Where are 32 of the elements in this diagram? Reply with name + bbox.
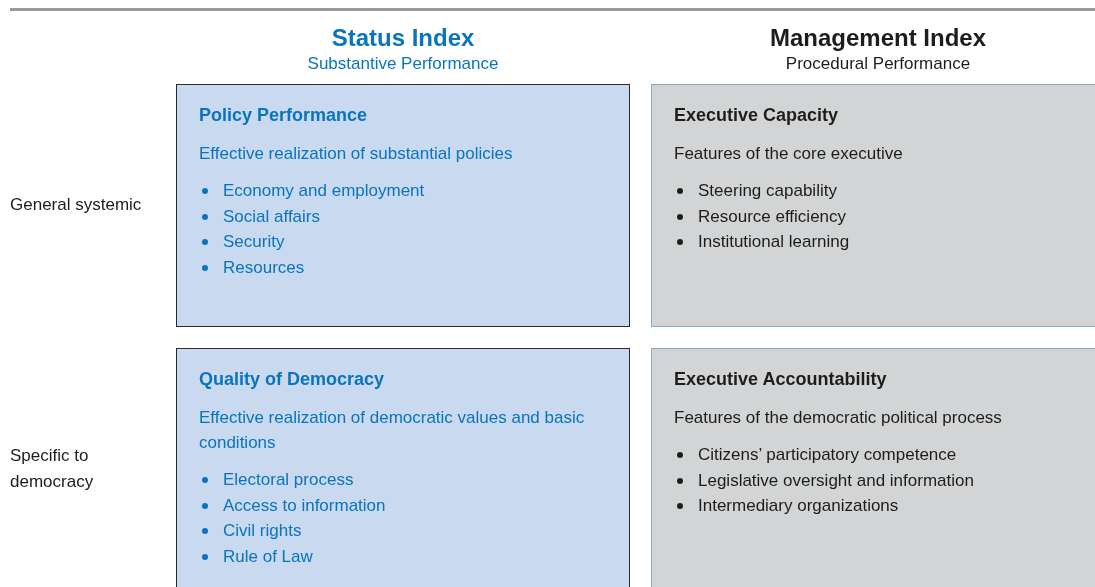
box-description: Effective realization of democratic values and basic conditions	[199, 407, 586, 454]
bullet-item: Legislative oversight and information	[674, 467, 1074, 493]
box-title: Quality of Democracy	[199, 368, 386, 391]
bullet-item: Intermediary organizations	[674, 493, 1074, 519]
box-title: Executive Capacity	[674, 104, 840, 127]
box-description: Features of the democratic political process	[674, 407, 1003, 429]
column-heading: Status Index	[331, 24, 475, 52]
row-label: Specific to democracy	[10, 445, 95, 493]
bullet-item: Electoral process	[199, 467, 607, 493]
bullet-item: Resources	[199, 254, 607, 280]
bullet-item: Rule of Law	[199, 543, 607, 569]
bullet-item: Economy and employment	[199, 178, 607, 204]
category-box	[651, 348, 1095, 587]
category-box	[176, 84, 630, 327]
column-heading: Management Index	[770, 24, 986, 52]
box-description: Effective realization of substantial policies	[199, 143, 514, 165]
bullet-item: Security	[199, 229, 607, 255]
bullet-item: Citizens’ participatory competence	[674, 442, 1074, 468]
bullet-item: Access to information	[199, 492, 607, 518]
box-title: Policy Performance	[199, 104, 369, 127]
column-subheading: Substantive Performance	[307, 54, 499, 74]
category-box	[176, 348, 630, 587]
column-subheading: Procedural Performance	[785, 54, 971, 74]
bullet-item: Institutional learning	[674, 229, 1074, 255]
row-label: General systemic	[10, 194, 143, 216]
bullet-item: Steering capability	[674, 178, 1074, 204]
bullet-item: Social affairs	[199, 203, 607, 229]
bullet-item: Civil rights	[199, 518, 607, 544]
bullet-item: Resource efficiency	[674, 203, 1074, 229]
category-box	[651, 84, 1095, 327]
box-title: Executive Accountability	[674, 368, 888, 391]
box-description: Features of the core executive	[674, 143, 904, 165]
